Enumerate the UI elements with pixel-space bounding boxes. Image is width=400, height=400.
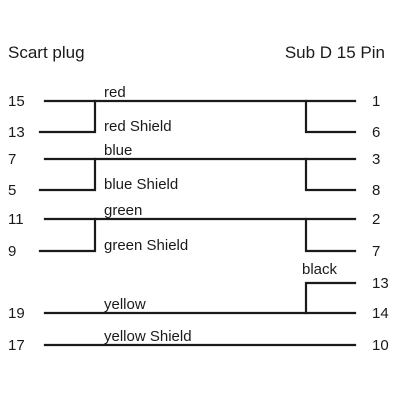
scart-pin-green: 11	[8, 211, 24, 228]
subd-pin-red-shield: 6	[372, 124, 380, 141]
green-shield-right-loop	[304, 217, 357, 253]
scart-pin-green-shield: 9	[8, 243, 16, 260]
scart-plug-header: Scart plug	[8, 43, 85, 62]
wire-lines	[38, 99, 357, 347]
scart-pin-red: 15	[8, 93, 25, 110]
subd-pin-black: 13	[372, 275, 389, 292]
subd-pin-blue: 3	[372, 151, 380, 168]
blue-shield-right-loop	[304, 157, 357, 192]
subd-pin-green-shield: 7	[372, 243, 380, 260]
label-red: red	[104, 84, 126, 101]
label-blue: blue	[104, 142, 132, 159]
subd15-pin-numbers: 1 6 3 8 2 7 13 14 10	[372, 93, 389, 354]
label-green-shield: green Shield	[104, 237, 188, 254]
label-yellow: yellow	[104, 296, 146, 313]
red-shield-left-loop	[38, 99, 97, 134]
scart-pin-numbers: 15 13 7 5 11 9 19 17	[8, 93, 25, 354]
label-green: green	[104, 202, 142, 219]
blue-shield-left-loop	[38, 157, 97, 192]
subd-pin-yellow-shield: 10	[372, 337, 389, 354]
label-blue-shield: blue Shield	[104, 176, 178, 193]
scart-pin-yellow: 19	[8, 305, 25, 322]
scart-pin-blue: 7	[8, 151, 16, 168]
green-shield-left-loop	[38, 217, 97, 253]
red-shield-right-loop	[304, 99, 357, 134]
scart-pin-yellow-shield: 17	[8, 337, 25, 354]
subd-pin-green: 2	[372, 211, 380, 228]
label-black: black	[302, 261, 338, 278]
black-wire-loop	[304, 281, 357, 315]
scart-pin-blue-shield: 5	[8, 182, 16, 199]
subd-pin-yellow: 14	[372, 305, 389, 322]
wire-labels: red red Shield blue blue Shield green gr…	[104, 84, 338, 345]
label-red-shield: red Shield	[104, 118, 172, 135]
subd15-header: Sub D 15 Pin	[285, 43, 385, 62]
subd-pin-red: 1	[372, 93, 380, 110]
scart-pin-red-shield: 13	[8, 124, 25, 141]
label-yellow-shield: yellow Shield	[104, 328, 192, 345]
subd-pin-blue-shield: 8	[372, 182, 380, 199]
